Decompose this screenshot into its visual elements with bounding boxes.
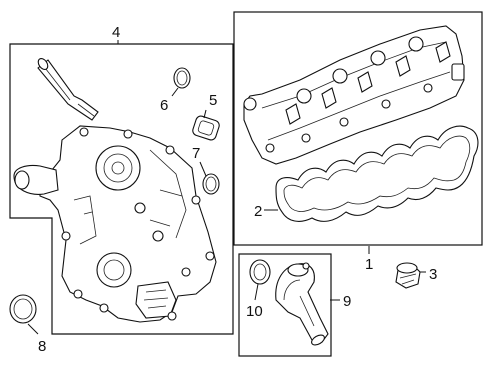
gasket-5-part [192, 115, 220, 141]
group-frame-1 [233, 11, 483, 246]
valve-cover-gasket-part [275, 125, 479, 222]
callout-3: 3 [429, 266, 437, 283]
group-frame-9 [238, 253, 332, 357]
callout-5: 5 [209, 92, 217, 109]
front-cover-part [13, 125, 217, 323]
callout-2: 2 [254, 203, 262, 220]
callout-10: 10 [246, 303, 263, 320]
valve-cover-part [243, 25, 465, 165]
callout-6: 6 [160, 97, 168, 114]
callout-9: 9 [343, 293, 351, 310]
callout-1: 1 [365, 256, 373, 273]
callout-4: 4 [112, 24, 120, 41]
callout-8: 8 [38, 338, 46, 355]
callout-7: 7 [192, 145, 200, 162]
o-ring-7-part [202, 173, 220, 195]
o-ring-6-part [173, 67, 191, 89]
leader-lines [27, 40, 426, 335]
thermostat-housing-part [275, 262, 329, 346]
coolant-tube-part [37, 58, 99, 121]
group-frame-4 [9, 43, 234, 335]
o-ring-10-part [249, 259, 271, 285]
oil-cap-part [395, 262, 421, 289]
seal-8-part [9, 294, 37, 324]
